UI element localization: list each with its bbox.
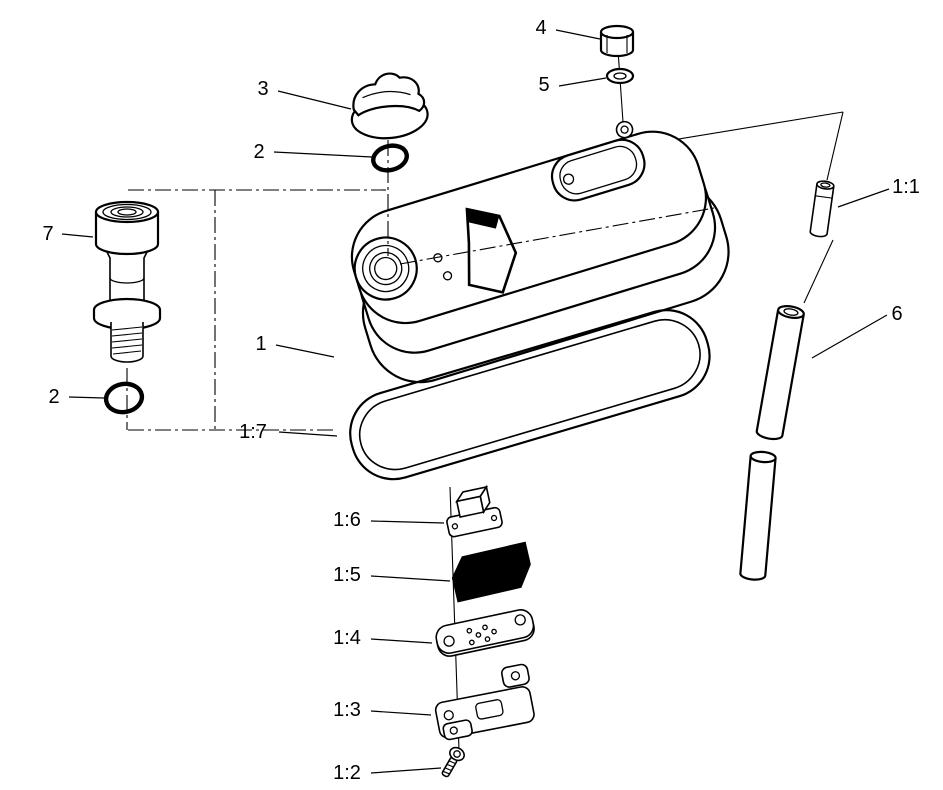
tube-upper (755, 305, 805, 441)
washer (605, 67, 635, 85)
callout-label-1-4: 1:4 (333, 627, 361, 649)
leader-line (370, 520, 445, 524)
o-ring-upper (371, 143, 409, 173)
callout-labels: 4 5 3 2 7 1 2 1:7 1:1 6 1:6 1:5 1:4 1:3 … (42, 17, 919, 784)
component-1-3 (434, 663, 535, 741)
leader-line (273, 151, 373, 158)
cover-cap-hole (615, 120, 634, 139)
leader-line (837, 188, 890, 208)
callout-label-4: 4 (535, 17, 546, 39)
leader-line (278, 431, 338, 437)
callout-label-6: 6 (891, 303, 902, 325)
leader-line (555, 29, 601, 40)
cover-boss (550, 138, 646, 202)
callout-label-1-5: 1:5 (333, 564, 361, 586)
tube-lower (739, 450, 777, 581)
leader-line (275, 344, 335, 358)
leader-lines (61, 29, 890, 774)
leader-line (61, 233, 94, 238)
cap-wing (352, 72, 426, 117)
cover-gasket (349, 309, 711, 481)
callout-label-1-2: 1:2 (333, 762, 361, 784)
leader-line (68, 396, 105, 399)
oil-fill-cap (350, 72, 429, 140)
tube-small (809, 180, 835, 238)
cap-nut (599, 24, 635, 58)
leader-line (277, 90, 352, 110)
leader-line (370, 638, 433, 644)
callout-label-1-7: 1:7 (239, 421, 267, 443)
callout-label-1-6: 1:6 (333, 509, 361, 531)
cover-axis-line (399, 207, 715, 265)
filler-neck (353, 236, 418, 301)
screw (441, 746, 465, 778)
threaded-fitting (92, 200, 162, 363)
component-1-6 (446, 484, 503, 538)
callout-label-1-1: 1:1 (892, 176, 920, 198)
leader-line (370, 710, 432, 716)
center-lines (126, 140, 389, 431)
o-ring-lower (103, 381, 145, 415)
callout-label-2-lower: 2 (48, 386, 59, 408)
component-1-5 (451, 541, 531, 603)
callout-label-2-upper: 2 (253, 141, 264, 163)
leader-line (558, 77, 607, 87)
component-1-4 (435, 609, 535, 657)
callout-label-5: 5 (538, 74, 549, 96)
callout-label-1: 1 (255, 333, 266, 355)
leader-line (370, 767, 442, 774)
callout-label-3: 3 (257, 78, 268, 100)
callout-label-1-3: 1:3 (333, 699, 361, 721)
cover-rib (465, 207, 518, 294)
callout-label-7: 7 (42, 223, 53, 245)
valve-cover (350, 120, 730, 384)
leader-line (811, 314, 888, 359)
leader-line (370, 575, 451, 582)
